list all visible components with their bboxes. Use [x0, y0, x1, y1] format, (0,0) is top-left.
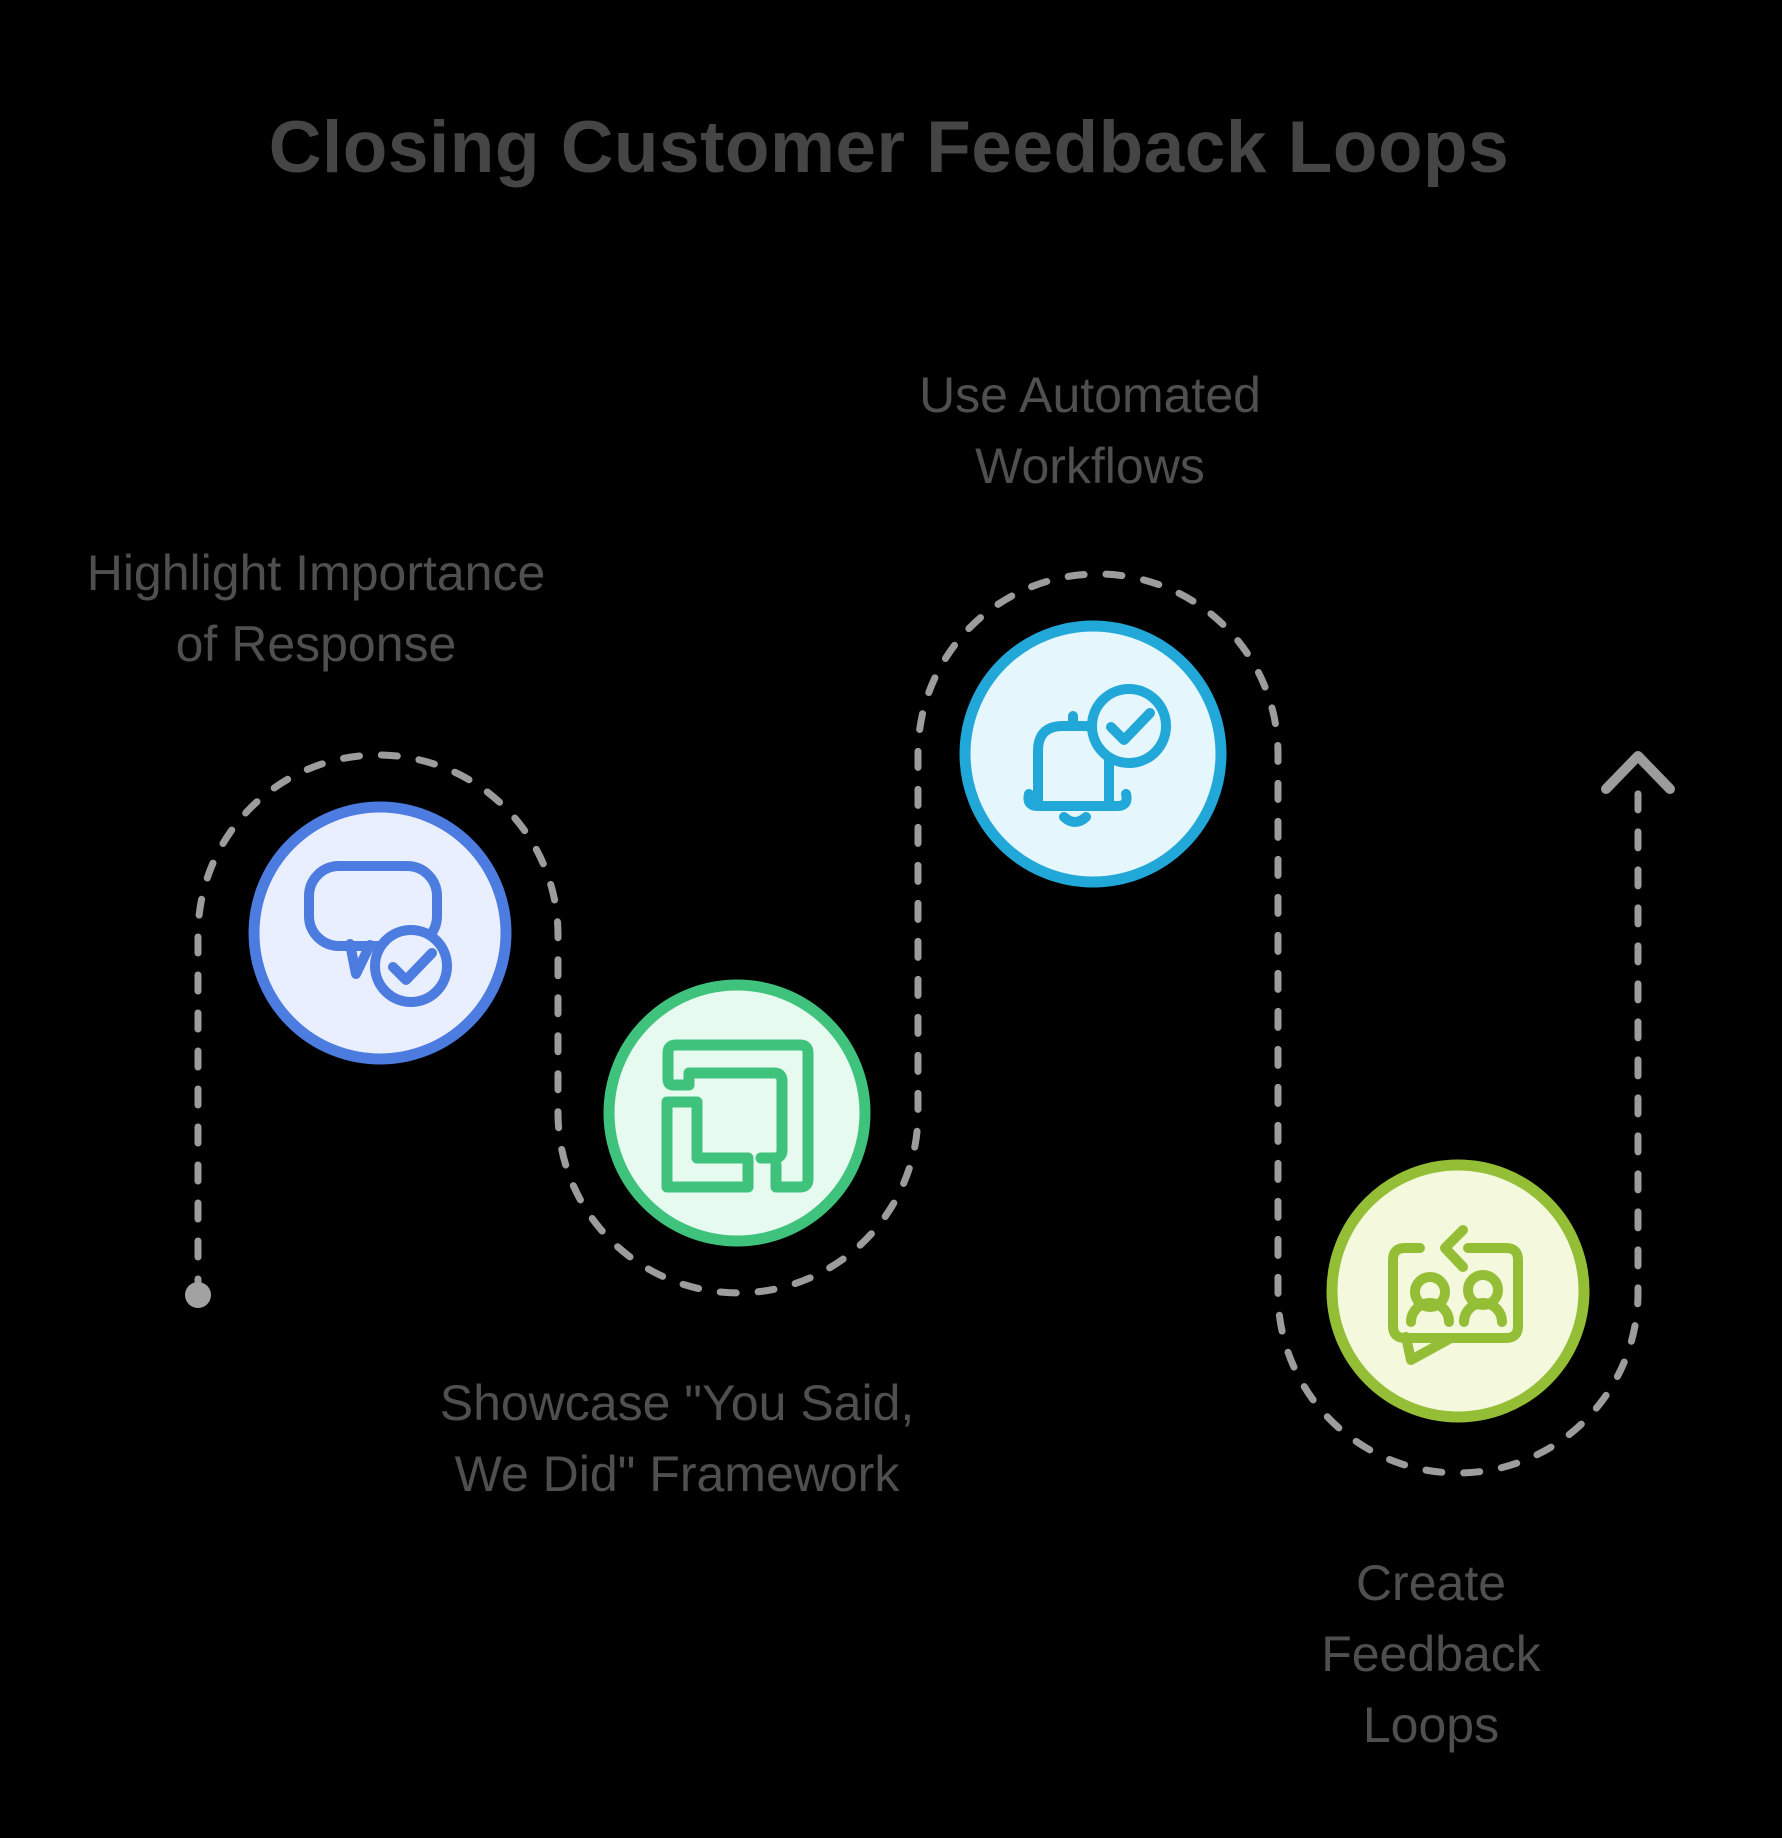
step-label-showcase-framework: Showcase "You Said, We Did" Framework — [439, 1375, 915, 1502]
path-start-dot — [185, 1282, 211, 1308]
bell-check-icon — [1023, 684, 1171, 827]
page-title: Closing Customer Feedback Loops — [268, 107, 1510, 188]
overlap-squares-icon — [661, 1039, 814, 1193]
step-node-highlight-importance — [248, 801, 512, 1065]
chat-check-icon — [304, 861, 452, 1007]
step-node-showcase-framework — [603, 979, 871, 1247]
path-arrowhead-icon — [1601, 751, 1675, 794]
step-circle — [248, 801, 512, 1065]
flow-path — [194, 570, 1642, 1477]
step-node-create-loops — [1326, 1159, 1590, 1423]
step-circle — [959, 620, 1227, 888]
step-circle — [1326, 1159, 1590, 1423]
step-label-highlight-importance: Highlight Importance of Response — [86, 545, 546, 672]
step-label-automated-workflows: Use Automated Workflows — [919, 367, 1261, 494]
step-node-automated-workflows — [959, 620, 1227, 888]
step-circle — [603, 979, 871, 1247]
people-chat-loop-icon — [1388, 1225, 1523, 1365]
step-label-create-loops: Create Feedback Loops — [1321, 1555, 1541, 1753]
